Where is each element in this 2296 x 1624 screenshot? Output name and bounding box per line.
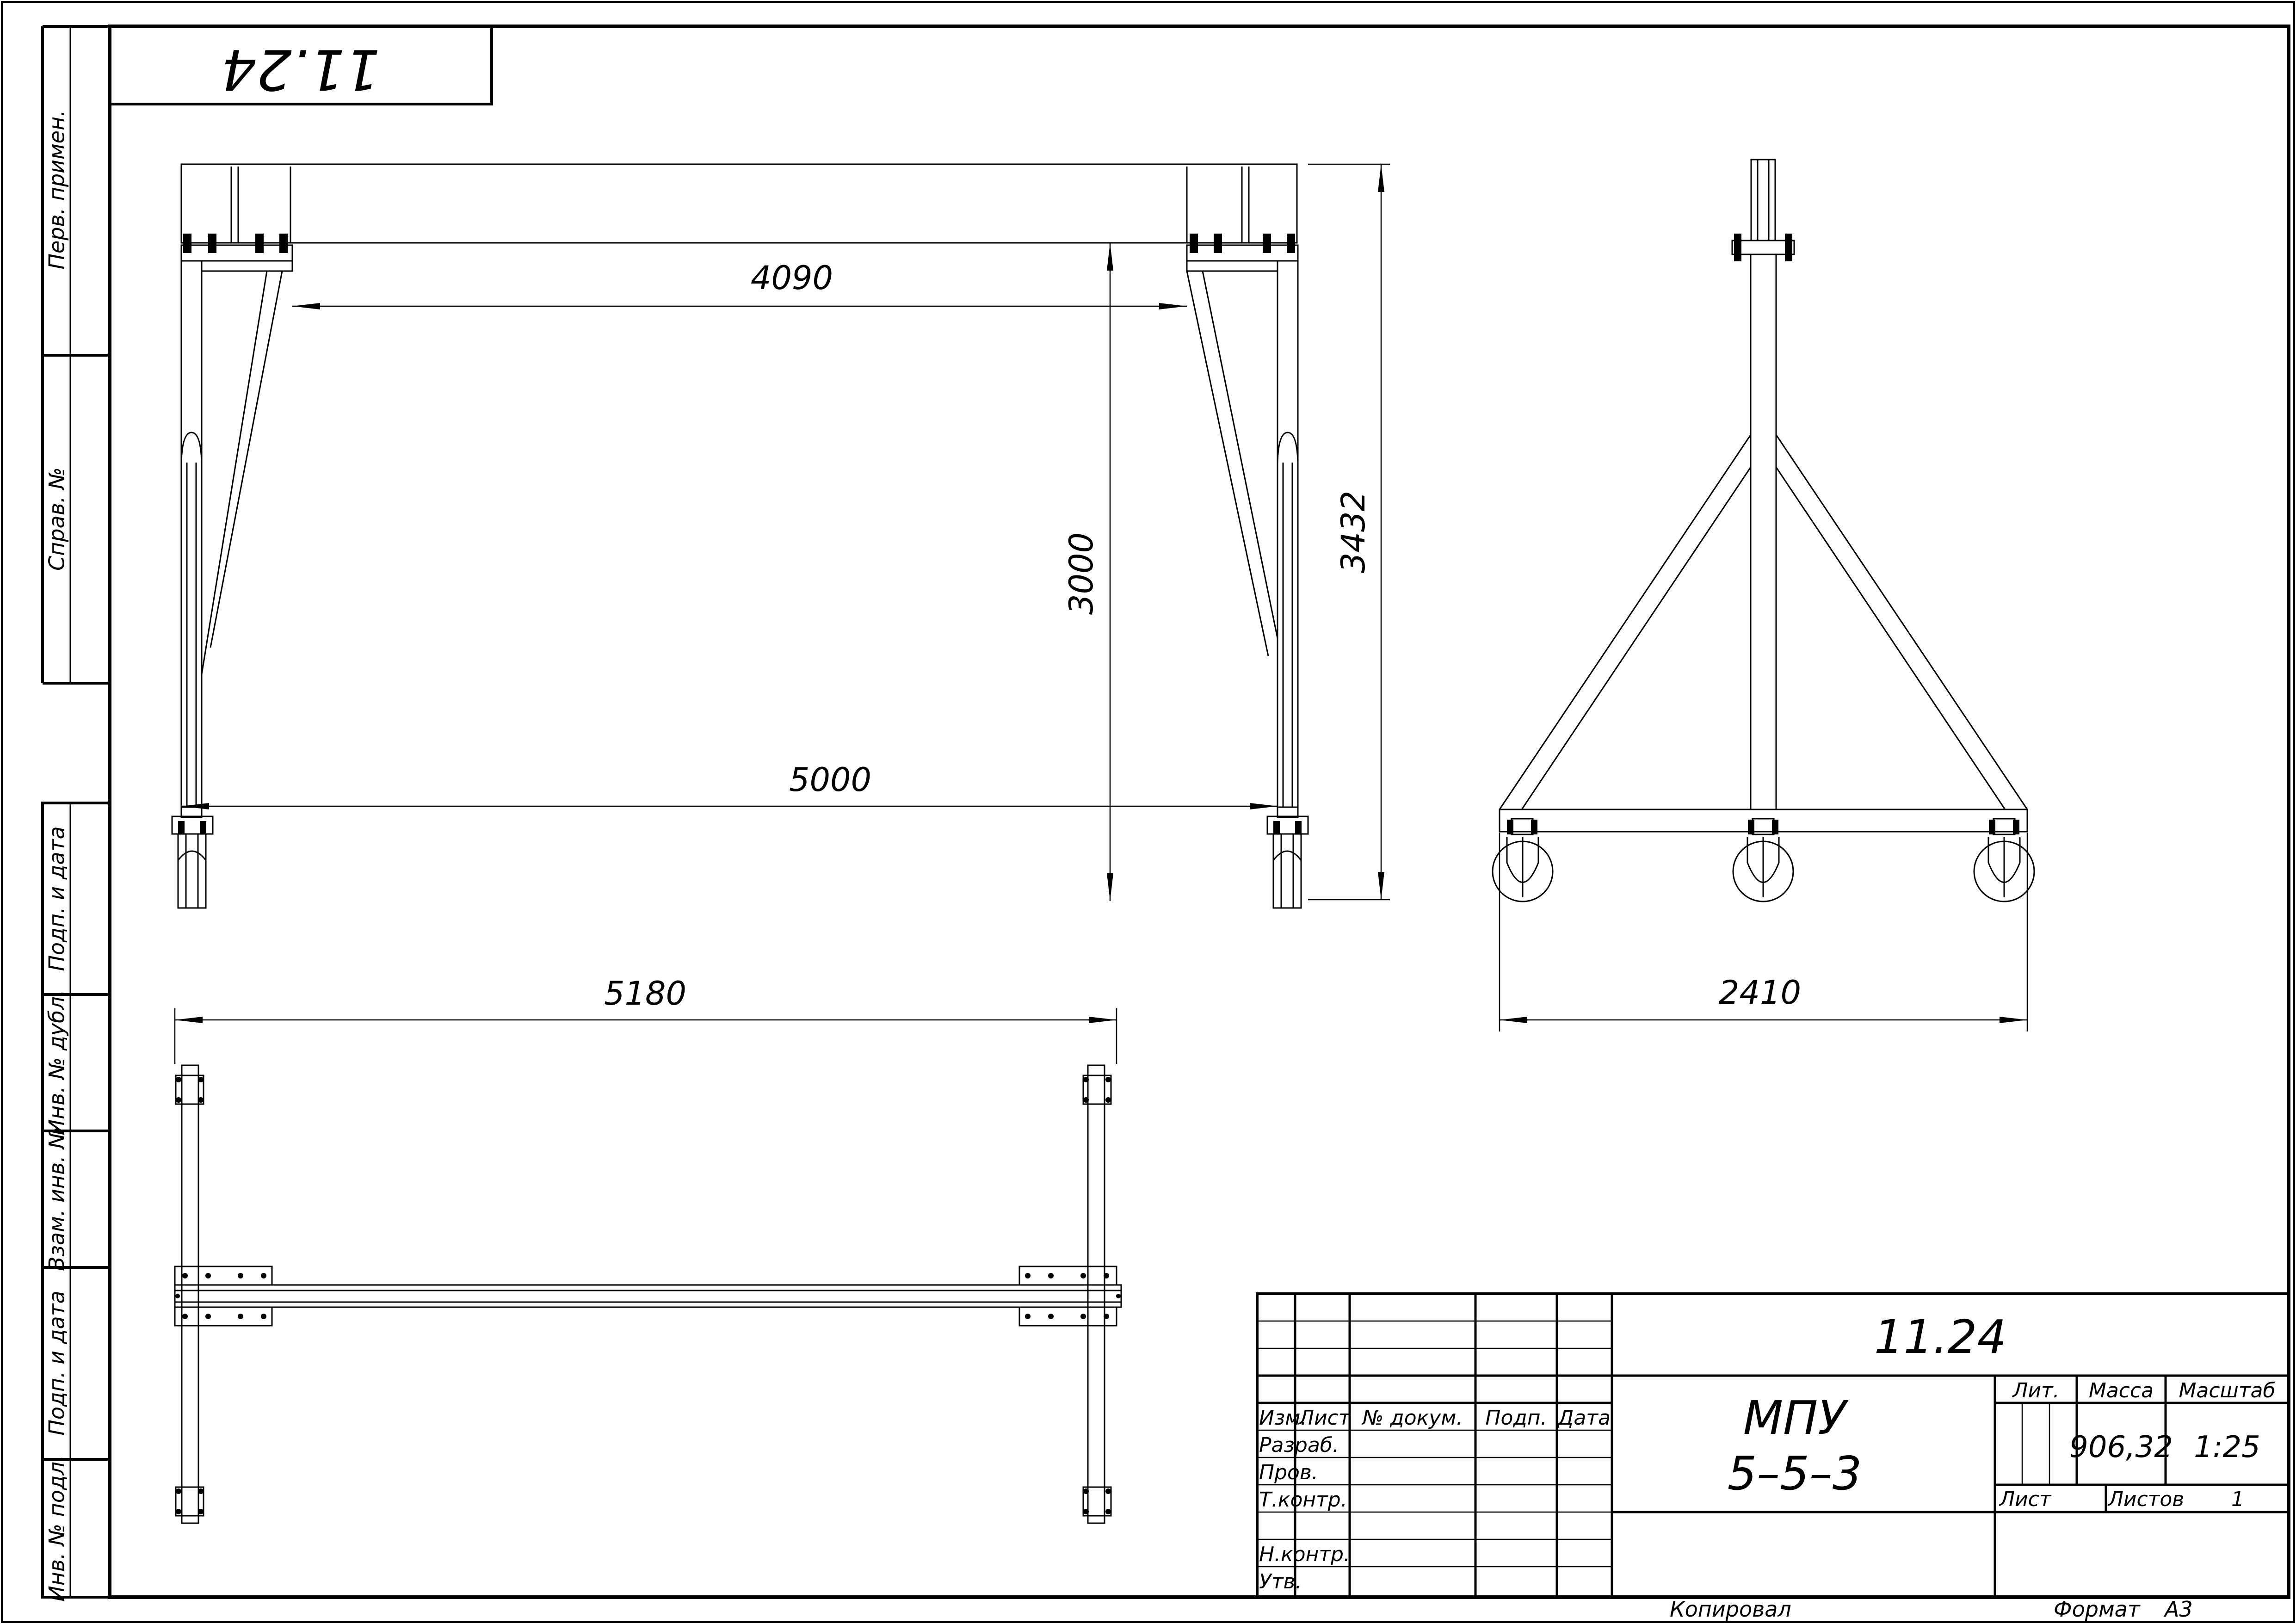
plan-view — [174, 1064, 1122, 1524]
col-list: Лист — [1298, 1406, 1351, 1430]
row-tkontr: Т.контр. — [1259, 1488, 1347, 1512]
dim-2410: 2410 — [1719, 974, 1801, 1012]
footer-format-value: А3 — [2163, 1597, 2193, 1622]
side-view — [1492, 159, 2035, 902]
title-block — [1256, 1292, 2290, 1599]
strip-perv-primen: Перв. примен. — [44, 110, 69, 269]
strip-vzam-inv: Взам. инв. № — [44, 1127, 69, 1271]
top-stamp-text: 11.24 — [221, 37, 380, 101]
dim-5000: 5000 — [789, 761, 871, 799]
dim-3432: 3432 — [1334, 491, 1372, 573]
front-view — [171, 163, 1309, 909]
col-podp: Подп. — [1485, 1406, 1547, 1430]
hdr-massa: Масса — [2089, 1379, 2154, 1402]
hdr-masshtab: Масштаб — [2179, 1379, 2275, 1402]
top-stamp: 11.24 — [108, 25, 493, 105]
title-name-line2: 5–5–3 — [1728, 1446, 1862, 1501]
strip-podp-data-2: Подп. и дата — [44, 1291, 69, 1435]
sheet-listov: Листов — [2107, 1488, 2184, 1511]
col-ndokum: № докум. — [1361, 1406, 1463, 1430]
dim-5180: 5180 — [604, 975, 686, 1013]
dim-4090: 4090 — [751, 259, 833, 297]
front-dimensions — [181, 163, 1390, 901]
row-razrab: Разраб. — [1259, 1433, 1339, 1457]
strip-inv-podl: Инв. № подл. — [44, 1455, 69, 1601]
title-designation: 11.24 — [1874, 1310, 2006, 1364]
scale-value: 1:25 — [2194, 1430, 2260, 1464]
sheet-list: Лист — [1999, 1488, 2052, 1511]
massa-value: 906,32 — [2069, 1430, 2173, 1464]
row-utv: Утв. — [1259, 1570, 1302, 1593]
footer-format: Формат — [2054, 1597, 2141, 1622]
row-nkontr: Н.контр. — [1259, 1543, 1350, 1566]
strip-sprav-no: Справ. № — [44, 467, 69, 571]
dim-3000: 3000 — [1062, 532, 1100, 615]
title-name-line1: МПУ — [1743, 1391, 1849, 1445]
strip-inv-dubl: Инв. № дубл. — [44, 990, 69, 1136]
strip-podp-data-1: Подп. и дата — [44, 826, 69, 971]
left-strip: Перв. примен. Справ. № Подп. и дата Инв.… — [41, 25, 111, 1602]
sheet-listov-value: 1 — [2231, 1488, 2244, 1511]
col-izm: Изм. — [1259, 1406, 1307, 1430]
col-data: Дата — [1557, 1406, 1611, 1430]
side-dimensions — [1499, 833, 2028, 1031]
plan-dimensions — [174, 1008, 1117, 1064]
hdr-lit: Лит. — [2012, 1379, 2059, 1402]
row-prov: Пров. — [1259, 1461, 1318, 1484]
footer-kopiroval: Копировал — [1670, 1597, 1791, 1622]
